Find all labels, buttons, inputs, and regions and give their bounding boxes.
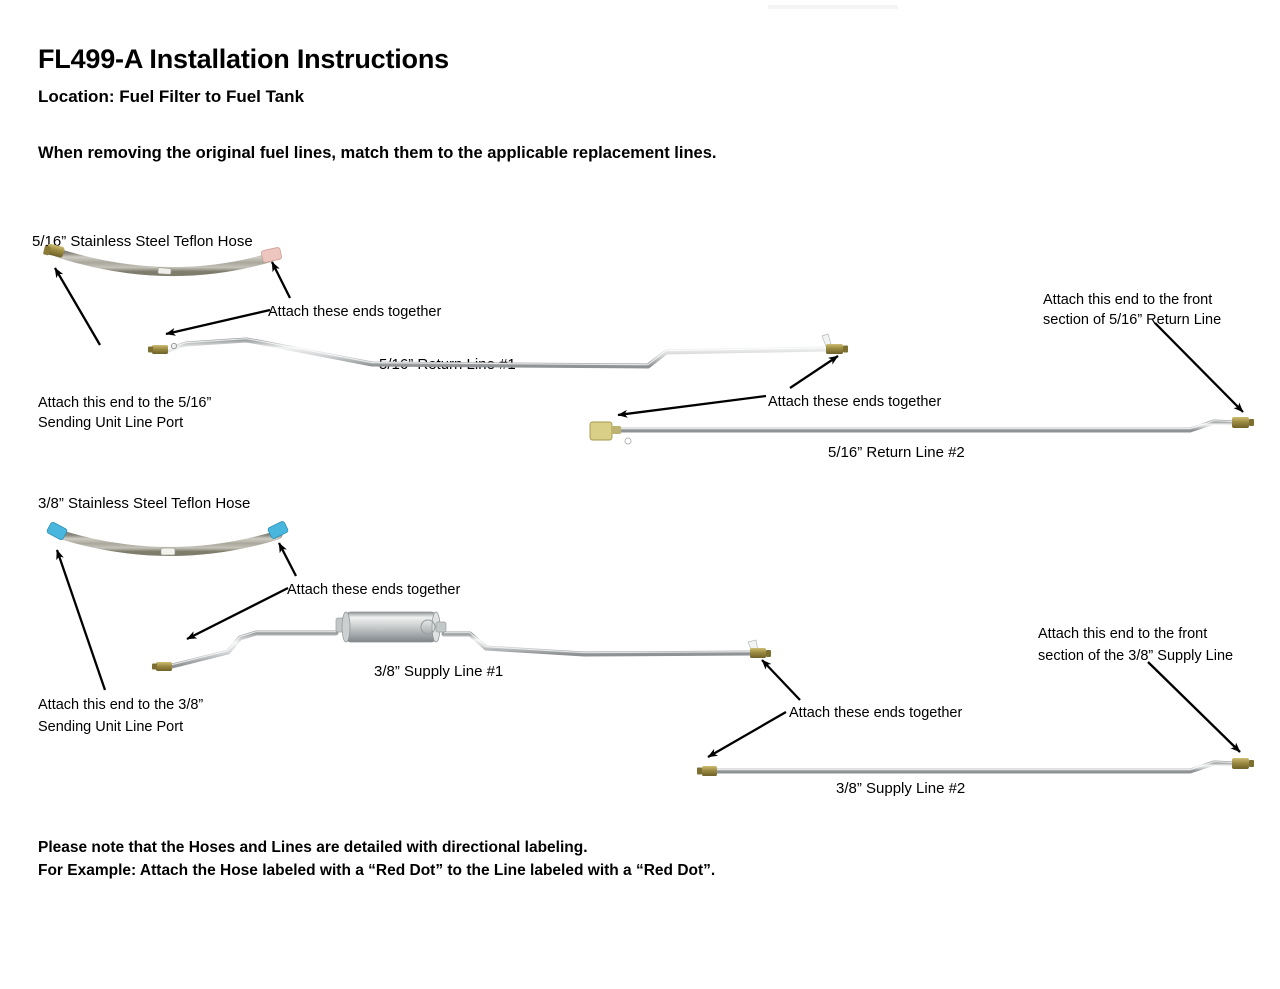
supply-line-2-left-fitting <box>697 766 717 776</box>
return-hose-label: 5/16” Stainless Steel Teflon Hose <box>32 233 253 250</box>
return-front-section-annotation-line1: Attach this end to the front <box>1043 292 1213 308</box>
supply-line-1-left-fitting <box>152 662 172 671</box>
lead-instruction: When removing the original fuel lines, m… <box>38 144 717 162</box>
supply-hose-left-arrow <box>55 549 107 691</box>
return-attach-ends-lines-annotation: Attach these ends together <box>768 394 942 410</box>
supply-line-1-right-fitting <box>747 639 771 658</box>
return-hose-fitting-right <box>261 247 282 263</box>
page-title: FL499-A Installation Instructions <box>38 44 449 74</box>
supply-line-2-right-arrow <box>1147 661 1241 753</box>
return-line-1-right-arrow <box>789 355 839 389</box>
scan-artifact <box>768 5 898 9</box>
supply-attach-ends-hose-annotation: Attach these ends together <box>287 582 461 598</box>
supply-line-2-left-arrow <box>707 711 787 758</box>
supply-hose-mid-band <box>160 547 176 556</box>
supply-line-1-left-arrow <box>186 586 289 641</box>
return-sending-unit-annotation-line1: Attach this end to the 5/16” <box>38 395 212 411</box>
supply-front-section-annotation-line2: section of the 3/8” Supply Line <box>1038 648 1234 664</box>
return-line-2 <box>589 417 1254 445</box>
return-line-1-label: 5/16” Return Line #1 <box>379 356 516 373</box>
return-line-2-left-fitting <box>589 421 632 445</box>
return-front-section-annotation-line2: section of 5/16” Return Line <box>1043 312 1222 328</box>
supply-hose-label: 3/8” Stainless Steel Teflon Hose <box>38 495 251 512</box>
return-hose-left-arrow <box>54 267 101 346</box>
return-hose-right-arrow <box>270 261 292 299</box>
return-sending-unit-annotation-line2: Sending Unit Line Port <box>38 415 184 431</box>
supply-line-2-right-fitting <box>1232 758 1254 769</box>
supply-line-2-label: 3/8” Supply Line #2 <box>836 780 966 797</box>
supply-sending-unit-annotation-line1: Attach this end to the 3/8” <box>38 697 204 713</box>
page-subtitle: Location: Fuel Filter to Fuel Tank <box>38 87 305 106</box>
supply-sending-unit-annotation-line2: Sending Unit Line Port <box>38 719 184 735</box>
supply-hose-fitting-right <box>267 521 289 539</box>
footer-note-line-2: For Example: Attach the Hose labeled wit… <box>38 862 716 879</box>
inline-fuel-filter <box>335 611 447 643</box>
supply-attach-ends-lines-annotation: Attach these ends together <box>789 705 963 721</box>
supply-front-section-annotation-line1: Attach this end to the front <box>1038 626 1208 642</box>
return-attach-ends-hose-annotation: Attach these ends together <box>268 304 442 320</box>
return-line-1-left-arrow <box>165 308 271 336</box>
supply-line-2 <box>697 758 1254 776</box>
supply-line-1-label: 3/8” Supply Line #1 <box>374 663 504 680</box>
return-line-1-left-fitting <box>148 342 178 354</box>
supply-line-1-right-arrow <box>761 659 801 701</box>
return-line-2-right-fitting <box>1232 417 1254 428</box>
supply-hose-fitting-left <box>46 521 68 541</box>
supply-hose-right-arrow <box>277 542 298 577</box>
supply-teflon-hose <box>46 521 289 556</box>
return-line-1-right-fitting <box>821 333 848 354</box>
return-hose-mid-band <box>157 267 172 275</box>
footer-note-line-1: Please note that the Hoses and Lines are… <box>38 839 588 856</box>
return-line-2-label: 5/16” Return Line #2 <box>828 444 965 461</box>
return-line-2-right-arrow <box>1154 322 1244 413</box>
return-line-2-left-arrow <box>617 394 767 418</box>
